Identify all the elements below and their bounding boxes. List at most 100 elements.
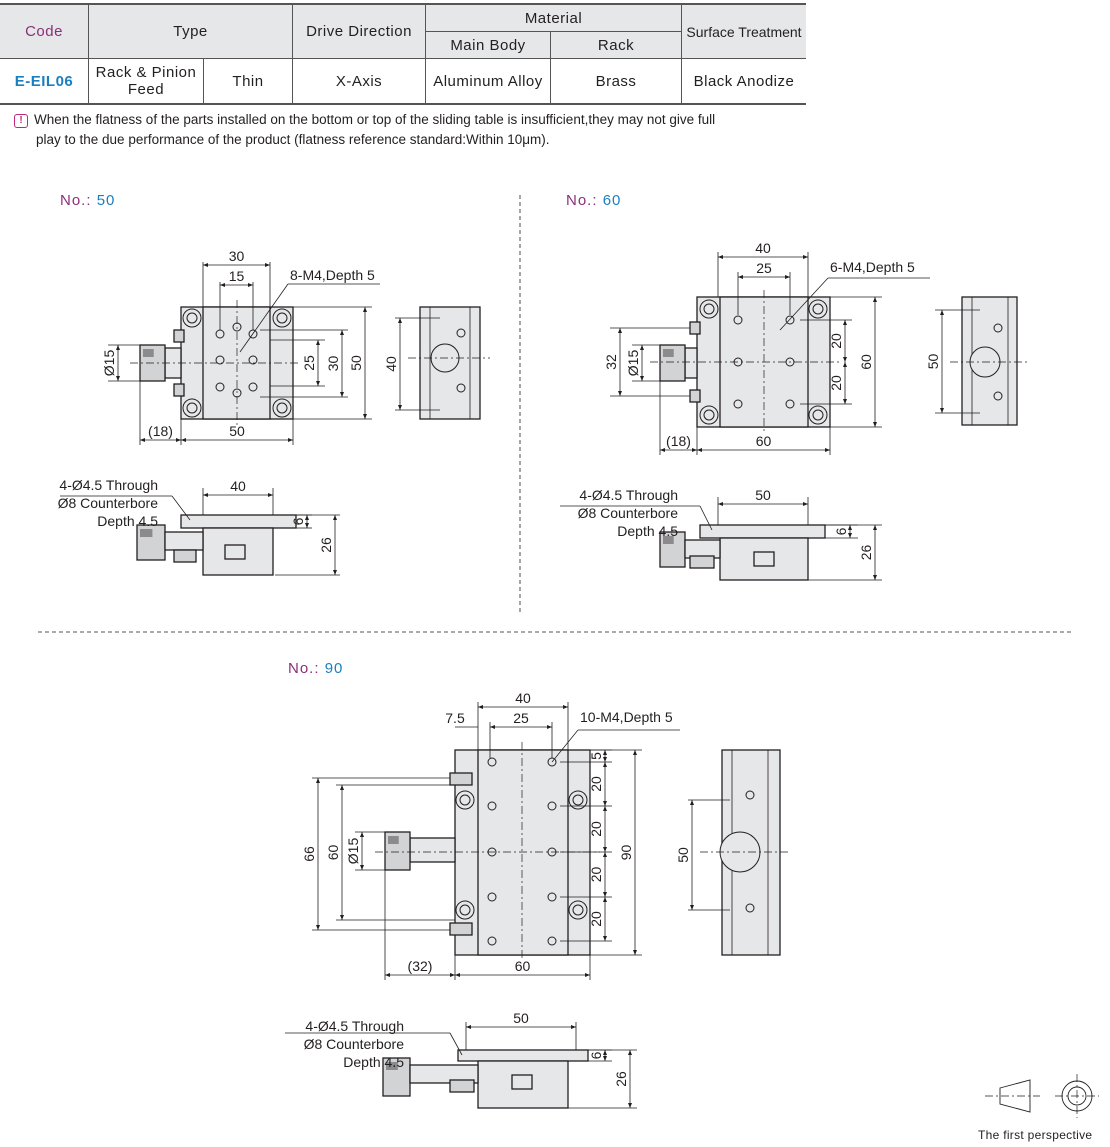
spec-table: Code Type Drive Direction Material Surfa… (0, 3, 806, 105)
arrowhead (873, 575, 877, 580)
arrowhead (248, 283, 253, 287)
arrowhead (785, 275, 790, 279)
through-hole (276, 402, 288, 414)
leader-line (171, 495, 191, 521)
dimension-label: 60 (756, 433, 772, 449)
through-hole (276, 312, 288, 324)
cell-type-feed: Rack & Pinion Feed (88, 58, 204, 105)
arrowhead (873, 525, 877, 530)
shaft (409, 837, 456, 863)
dimension-label: 26 (613, 1071, 629, 1087)
counterbore-hole (272, 398, 292, 418)
drawing-50-side-view: 40 (383, 306, 490, 420)
through-hole (572, 904, 584, 916)
tapped-hole (215, 329, 225, 339)
base-plate (180, 514, 297, 529)
tapped-hole (785, 399, 795, 409)
dimension-label: (32) (408, 958, 433, 974)
arrowhead (603, 806, 607, 811)
shaft (684, 539, 721, 559)
header-type: Type (88, 3, 293, 59)
cell-code: E-EIL06 (0, 58, 89, 105)
arrowhead (690, 800, 694, 805)
counterbore-hole (455, 900, 475, 920)
dimension-label: 60 (858, 354, 874, 370)
arrowhead (738, 275, 743, 279)
header-code: Code (0, 3, 89, 59)
dimension-label: 20 (588, 867, 604, 883)
dimension-label: (18) (148, 423, 173, 439)
arrowhead (360, 865, 364, 870)
leader-line (449, 1032, 463, 1056)
through-hole (459, 904, 471, 916)
knob (384, 831, 411, 871)
dimension-label: Ø15 (625, 350, 641, 377)
no-key: No.: (288, 660, 320, 677)
counterbore-label: 4-Ø4.5 Through (59, 477, 158, 493)
arrowhead (843, 362, 847, 367)
arrowhead (571, 1025, 576, 1029)
frustum-side (999, 1079, 1031, 1113)
dimension-label: (18) (666, 433, 691, 449)
dimension-label: 7.5 (445, 710, 465, 726)
dimension-label: 6 (588, 1051, 604, 1059)
knob (382, 1057, 411, 1097)
dimension-label: 60 (515, 958, 531, 974)
dimension-label: 40 (230, 478, 246, 494)
tapped-hole (487, 892, 497, 902)
lock-screw (689, 321, 701, 335)
lock-screw (449, 1079, 475, 1093)
dimension-label: 26 (318, 537, 334, 553)
cell-drive: X-Axis (292, 58, 426, 105)
arrowhead (563, 705, 568, 709)
dimension-label: 20 (588, 911, 604, 927)
base-plate (457, 1049, 589, 1062)
through-hole (812, 303, 824, 315)
rack-block (511, 1074, 533, 1090)
no-value: 90 (324, 660, 344, 677)
flatness-note: !When the flatness of the parts installe… (14, 110, 715, 150)
cell-surface: Black Anodize (681, 58, 806, 105)
projection-label: The first perspective (978, 1128, 1093, 1142)
rack-block (753, 551, 775, 567)
arrowhead (940, 310, 944, 315)
arrowhead (316, 340, 320, 345)
dimension-label: 6 (833, 527, 849, 535)
arrowhead (450, 973, 455, 977)
arrowhead (690, 905, 694, 910)
tapped-hole (547, 801, 557, 811)
arrowhead (116, 376, 120, 381)
dimension-label: 15 (229, 268, 245, 284)
arrowhead (603, 892, 607, 897)
arrowhead (316, 381, 320, 386)
dimension-label: 60 (325, 845, 341, 861)
screw (993, 323, 1003, 333)
tapped-hole (733, 315, 743, 325)
arrowhead (628, 1103, 632, 1108)
arrowhead (305, 523, 309, 528)
arrowhead (316, 925, 320, 930)
dimension-label: 26 (858, 545, 874, 561)
holes-label: 8-M4,Depth 5 (290, 267, 375, 283)
arrowhead (490, 725, 495, 729)
arrowhead (585, 973, 590, 977)
dimension-label: 40 (755, 240, 771, 256)
arrowhead (116, 345, 120, 350)
dimension-label: 25 (301, 355, 317, 371)
arrowhead (316, 778, 320, 783)
shaft (409, 1064, 479, 1084)
arrowhead (843, 357, 847, 362)
counterbore-label: Ø8 Counterbore (578, 505, 679, 521)
no-value: 50 (96, 192, 116, 209)
lock-screw (449, 922, 473, 936)
holes-label: 10-M4,Depth 5 (580, 709, 673, 725)
counterbore-hole (272, 308, 292, 328)
arrowhead (843, 399, 847, 404)
tapped-hole (785, 315, 795, 325)
arrowhead (455, 973, 460, 977)
counterbore-hole (699, 299, 719, 319)
leader-line (779, 277, 829, 331)
arrowhead (640, 345, 644, 350)
arrowhead (203, 263, 208, 267)
